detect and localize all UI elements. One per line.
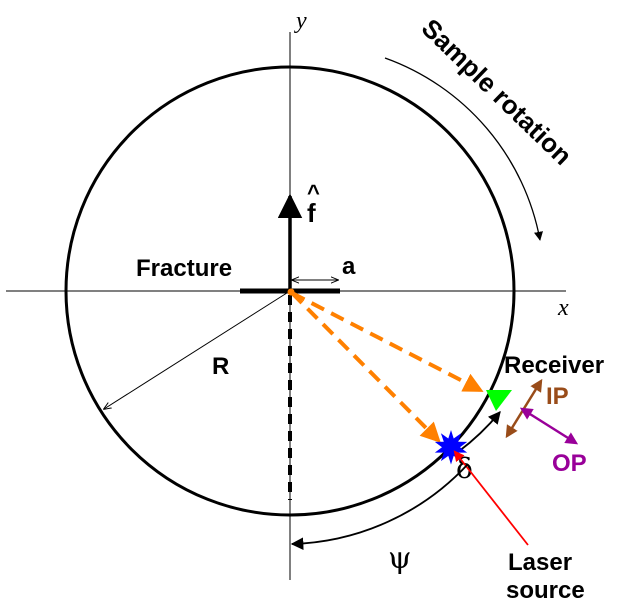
receiver-label: Receiver — [504, 352, 604, 379]
y-axis-label: y — [294, 8, 307, 34]
psi-label: ψ — [388, 541, 412, 576]
radius-arrow — [104, 290, 291, 409]
ray-to-laser — [290, 291, 441, 443]
fracture-label: Fracture — [136, 255, 232, 282]
laser-pointer-line — [453, 450, 529, 546]
radius-label: R — [212, 353, 229, 380]
x-axis-label: x — [557, 295, 569, 321]
f-hat-caret: ^ — [307, 180, 320, 205]
f-hat-label: f — [307, 198, 316, 228]
laser-label-line2: source — [506, 577, 585, 604]
receiver-marker — [486, 390, 512, 411]
ray-to-receiver — [291, 291, 484, 392]
sample-rotation-arrow — [384, 57, 543, 241]
a-label: a — [342, 253, 356, 280]
ip-arrow — [505, 378, 543, 439]
sample-rotation-label: Sample rotation — [416, 13, 578, 171]
laser-label-line1: Laser — [508, 549, 572, 576]
sample-circle — [64, 65, 516, 517]
psi-arrow — [290, 463, 469, 550]
ip-label: IP — [546, 383, 569, 410]
fracture-tip-dot — [287, 288, 295, 296]
op-label: OP — [552, 450, 587, 477]
op-arrow — [519, 407, 579, 445]
